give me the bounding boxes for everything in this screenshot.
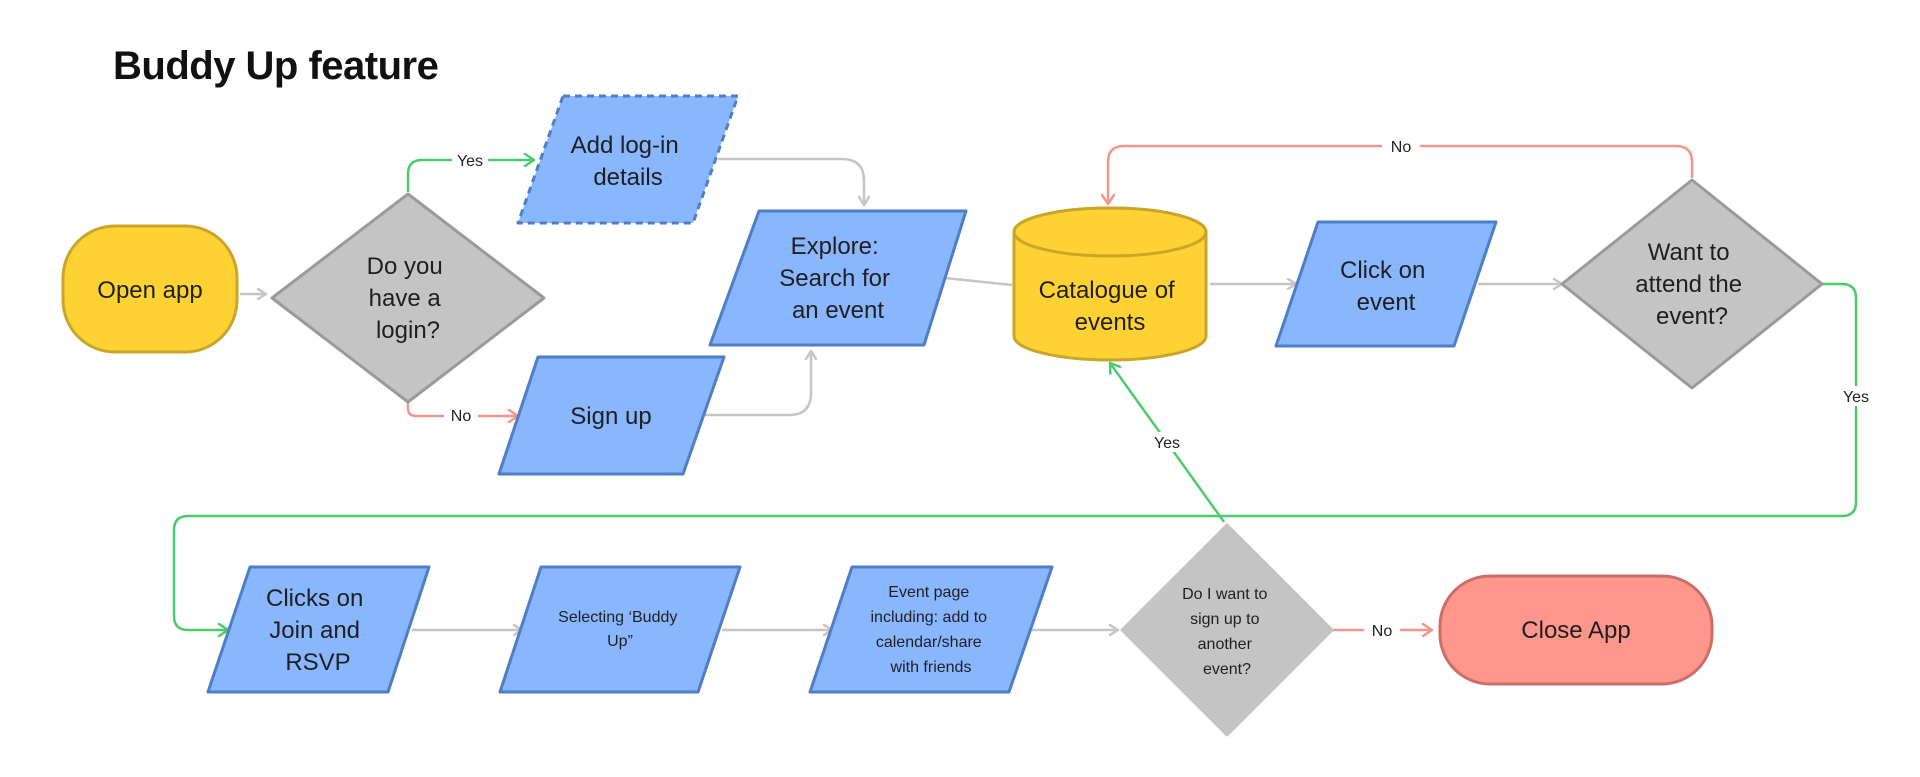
event-page-line-3: calendar/share [876, 634, 982, 651]
join-rsvp-line-1: Clicks on [266, 585, 363, 612]
node-want-attend-label: Want to attend the event? [1635, 239, 1748, 330]
login-line-3: login? [376, 317, 440, 344]
node-sign-up-label: Sign up [570, 403, 651, 430]
want-attend-line-3: event? [1656, 303, 1728, 330]
edge-explore-to-catalogue [944, 276, 1013, 287]
node-close-app-label: Close App [1521, 617, 1630, 644]
select-buddy-line-1: Selecting ‘Buddy [558, 609, 677, 626]
edge-label-attend-no: No [1391, 139, 1412, 156]
select-buddy-line-2: Up” [607, 633, 633, 650]
node-add-login[interactable]: Add log-in details [516, 94, 740, 225]
node-catalogue-label: Catalogue of events [1039, 277, 1182, 336]
node-open-app[interactable]: Open app [61, 224, 239, 354]
edge-label-login-yes: Yes [457, 153, 483, 170]
event-page-line-2: including: add to [871, 609, 988, 626]
node-join-rsvp[interactable]: Clicks on Join and RSVP [206, 565, 431, 694]
edge-labels: Yes No No Yes Yes No [444, 136, 1876, 640]
edge-label-another-no: No [1372, 623, 1393, 640]
node-add-login-label: Add log-in details [571, 132, 686, 191]
another-line-2: sign up to [1190, 611, 1259, 628]
explore-line-1: Explore: [791, 233, 879, 260]
node-event-page-label: Event page including: add to calendar/sh… [871, 584, 992, 676]
node-login-decision[interactable]: Do you have a login? [270, 192, 546, 404]
click-event-line-2: event [1357, 289, 1416, 316]
another-line-1: Do I want to [1182, 586, 1267, 603]
node-event-page[interactable]: Event page including: add to calendar/sh… [808, 565, 1054, 694]
want-attend-line-2: attend the [1635, 271, 1742, 298]
explore-line-3: an event [792, 297, 884, 324]
node-another-event-label: Do I want to sign up to another event? [1182, 586, 1272, 678]
node-join-rsvp-label: Clicks on Join and RSVP [266, 585, 370, 676]
edge-login-no [406, 401, 518, 416]
node-close-app[interactable]: Close App [1438, 574, 1714, 686]
login-line-2: have a [369, 285, 442, 312]
diagram-title: Buddy Up feature [113, 44, 439, 88]
add-login-line-1: Add log-in [571, 132, 679, 159]
join-rsvp-line-2: Join and [269, 617, 360, 644]
catalogue-line-2: events [1075, 309, 1146, 336]
event-page-line-1: Event page [888, 584, 969, 601]
node-open-app-label: Open app [97, 277, 202, 304]
node-click-event[interactable]: Click on event [1274, 220, 1498, 348]
edge-addlogin-to-explore [718, 157, 864, 205]
node-select-buddy-label: Selecting ‘Buddy Up” [558, 609, 682, 650]
edge-signup-to-explore [704, 351, 811, 417]
node-explore[interactable]: Explore: Search for an event [708, 209, 968, 347]
node-select-buddy[interactable]: Selecting ‘Buddy Up” [498, 565, 742, 694]
node-sign-up[interactable]: Sign up [497, 355, 726, 476]
node-login-decision-label: Do you have a login? [367, 253, 450, 344]
edge-login-yes [406, 160, 534, 192]
another-line-3: another [1198, 636, 1253, 653]
node-want-attend[interactable]: Want to attend the event? [1560, 178, 1824, 390]
edge-label-attend-yes: Yes [1843, 389, 1869, 406]
add-login-line-2: details [593, 164, 662, 191]
edge-label-another-yes: Yes [1154, 435, 1180, 452]
want-attend-line-1: Want to [1648, 239, 1730, 266]
click-event-line-1: Click on [1340, 257, 1425, 284]
catalogue-line-1: Catalogue of [1039, 277, 1175, 304]
explore-line-2: Search for [779, 265, 890, 292]
edge-attend-yes [172, 282, 1858, 630]
node-click-event-label: Click on event [1340, 257, 1432, 316]
event-page-line-4: with friends [890, 659, 972, 676]
another-line-4: event? [1203, 661, 1251, 678]
edge-label-login-no: No [451, 408, 472, 425]
login-line-1: Do you [367, 253, 443, 280]
join-rsvp-line-3: RSVP [285, 649, 350, 676]
node-explore-label: Explore: Search for an event [779, 233, 896, 324]
node-catalogue[interactable]: Catalogue of events [1012, 206, 1208, 362]
node-another-event[interactable]: Do I want to sign up to another event? [1120, 523, 1334, 737]
